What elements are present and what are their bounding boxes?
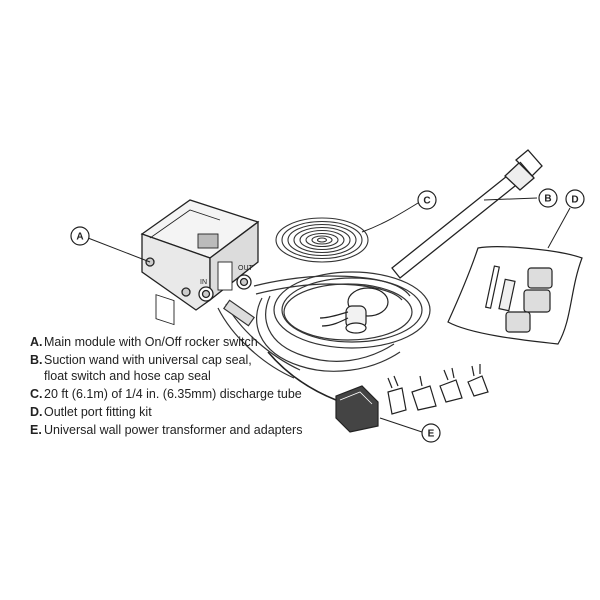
legend-letter: D. — [30, 405, 43, 419]
legend-item-d: D. Outlet port fitting kit — [30, 404, 330, 420]
legend-letter: B. — [30, 353, 43, 367]
parts-legend: A. Main module with On/Off rocker switch… — [30, 334, 330, 440]
leader-lines — [87, 197, 571, 433]
legend-item-c: C. 20 ft (6.1m) of 1/4 in. (6.35mm) disc… — [30, 386, 330, 402]
legend-text: Universal wall power transformer and ada… — [44, 423, 303, 437]
legend-letter: E. — [30, 423, 42, 437]
module-out-label: OUT — [238, 265, 254, 272]
legend-letter: C. — [30, 387, 43, 401]
plug-adapters — [387, 364, 489, 415]
legend-item-e: E. Universal wall power transformer and … — [30, 422, 330, 438]
callout-e: E — [421, 423, 441, 443]
power-transformer — [335, 385, 379, 433]
suction-wand — [391, 149, 543, 279]
callout-a: A — [70, 226, 90, 246]
svg-text:C: C — [423, 196, 430, 207]
legend-letter: A. — [30, 335, 43, 349]
float-switch — [319, 287, 389, 334]
main-module — [140, 199, 260, 326]
callout-c: C — [417, 190, 437, 210]
fitting-kit-bag — [447, 246, 583, 345]
svg-text:D: D — [571, 195, 578, 206]
legend-text: 20 ft (6.1m) of 1/4 in. (6.35mm) dischar… — [44, 387, 302, 401]
coiled-discharge-tube — [275, 217, 369, 263]
svg-text:E: E — [428, 429, 435, 440]
svg-text:B: B — [544, 194, 551, 205]
legend-item-a: A. Main module with On/Off rocker switch — [30, 334, 330, 350]
callout-b: B — [538, 188, 558, 208]
callout-d: D — [565, 189, 585, 209]
legend-text: Outlet port fitting kit — [44, 405, 152, 419]
power-cable — [267, 351, 337, 401]
hose-loop — [256, 271, 431, 372]
module-hoses — [217, 275, 411, 379]
legend-text: Main module with On/Off rocker switch — [44, 335, 258, 349]
module-in-label: IN — [200, 279, 207, 286]
legend-text: Suction wand with universal cap seal, fl… — [44, 353, 252, 383]
legend-item-b: B. Suction wand with universal cap seal,… — [30, 352, 330, 384]
svg-text:A: A — [76, 232, 83, 243]
